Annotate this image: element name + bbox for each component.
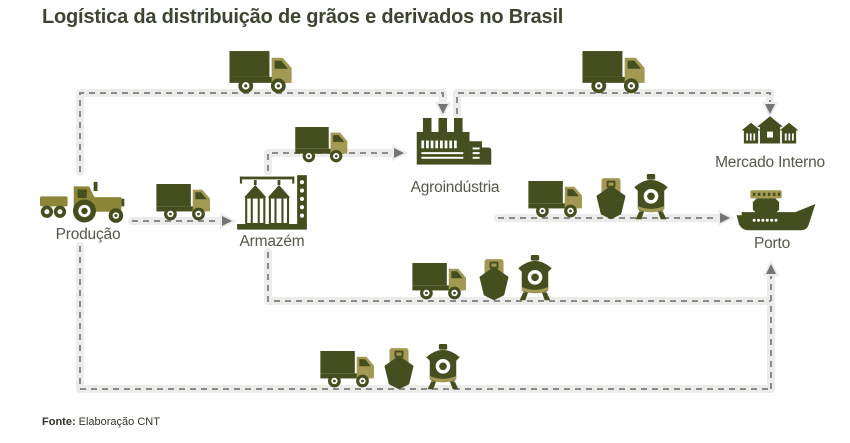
armazem-label: Armazém	[239, 233, 305, 250]
arrow-to-mercado-interno	[761, 102, 779, 119]
tractor-icon	[40, 177, 132, 225]
arrow-to-porto-bottom	[762, 259, 780, 276]
market-icon	[739, 115, 801, 153]
train-icon	[422, 344, 464, 390]
ship-icon	[380, 348, 418, 390]
producao-label: Produção	[55, 226, 121, 243]
train-icon	[514, 255, 556, 301]
truck-icon	[228, 51, 302, 94]
arrow-to-porto-side	[718, 209, 735, 227]
port-ship-icon	[735, 189, 817, 234]
truck-icon	[411, 263, 475, 300]
train-icon	[630, 174, 672, 220]
truck-icon	[294, 127, 356, 163]
ship-icon	[475, 259, 513, 301]
arrow-to-armazem	[220, 212, 237, 230]
arrow-armazem-to-agroindustria	[392, 144, 409, 162]
factory-icon	[415, 118, 493, 177]
truck-icon	[527, 181, 591, 218]
ship-icon	[592, 178, 630, 220]
arrow-to-agroindustria	[434, 102, 452, 119]
agroindustria-label: Agroindústria	[410, 179, 500, 196]
source-note: Fonte:Elaboração CNT	[42, 416, 160, 428]
truck-icon	[581, 51, 655, 94]
page-title: Logística da distribuição de grãos e der…	[42, 6, 564, 28]
porto-label: Porto	[753, 235, 791, 252]
truck-icon	[155, 184, 219, 221]
source-label: Fonte:	[42, 416, 76, 428]
silo-warehouse-icon	[237, 171, 307, 231]
mercado-interno-label: Mercado Interno	[715, 154, 825, 171]
truck-icon	[319, 351, 383, 388]
source-text: Elaboração CNT	[78, 416, 160, 428]
